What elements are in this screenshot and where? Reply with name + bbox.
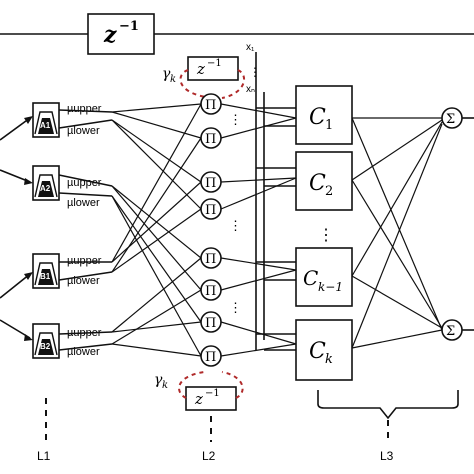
product-node: Π [200,127,222,149]
top-delay-exponent: −1 [119,19,139,34]
svg-text:Π: Π [205,98,216,113]
svg-text:C: C [309,339,326,364]
gamma-label-top: γ [162,66,171,82]
svg-text:Σ: Σ [446,112,455,127]
consequent-block-c2: C 2 [295,151,353,211]
svg-text:⋮: ⋮ [249,65,261,79]
svg-text:k: k [325,352,333,367]
product-node: Π [200,247,222,269]
product-node: Π [200,311,222,333]
ellipsis-dots: ⋮ [229,219,242,234]
svg-text:Π: Π [205,176,216,191]
sum-node-upper: Σ [441,107,474,129]
consequent-block-c1: C 1 [295,85,353,145]
ellipsis-dots: ⋮ [229,301,242,316]
product-node: Π [200,171,222,193]
mu-upper-b1: µupper [67,255,102,267]
input-arrows [0,116,33,341]
svg-text:Π: Π [205,350,216,365]
svg-text:z: z [194,390,203,408]
consequent-block-ck: C k [295,319,353,381]
svg-text:A1: A1 [40,121,51,130]
svg-text:z: z [196,60,205,78]
x1-label: x₁ [246,42,255,53]
l3-sum-connections [351,117,443,349]
membership-block-a1: A1 µupper µlower [32,102,113,138]
product-node: Π [200,198,222,220]
svg-text:2: 2 [325,184,333,199]
consequent-ellipsis: ⋮ [318,225,334,244]
svg-text:C: C [303,266,318,290]
mu-upper-a2: µupper [67,177,102,189]
svg-text:A2: A2 [40,184,51,193]
l2-l3-connections [220,103,297,357]
l1-l2-connections [111,103,202,357]
svg-text:Π: Π [205,252,216,267]
gamma-label-bottom: γ [154,372,163,388]
svg-text:Π: Π [205,316,216,331]
product-nodes: Π Π Π Π Π Π Π Π ⋮ ⋮ ⋮ [200,93,242,367]
membership-block-a2: A2 µupper µlower [32,165,113,209]
lower-recurrent-delay: z −1 γ k [154,371,244,411]
svg-text:C: C [309,171,326,196]
product-node: Π [200,93,222,115]
svg-text:−1: −1 [205,388,220,399]
input-bus: x₁ xₙ ⋮ [246,42,296,351]
mu-lower-a1: µlower [67,125,100,137]
svg-text:1: 1 [325,118,333,133]
membership-block-b2: B2 µupper µlower [32,323,113,359]
layer-markers: L1 L2 L3 [37,390,459,463]
product-node: Π [200,279,222,301]
svg-text:−1: −1 [207,58,222,69]
membership-block-b1: B1 µupper µlower [32,253,113,289]
mu-lower-a2: µlower [67,197,100,209]
ellipsis-dots: ⋮ [229,113,242,128]
product-node: Π [200,345,222,367]
mu-lower-b2: µlower [67,346,100,358]
summation-nodes: Σ Σ [441,107,474,341]
svg-text:Π: Π [205,284,216,299]
svg-text:Π: Π [205,203,216,218]
svg-text:Π: Π [205,132,216,147]
sum-node-lower: Σ [441,319,474,341]
layer-label-l3: L3 [380,449,394,463]
mu-upper-a1: µupper [67,103,102,115]
top-feedback-path: z −1 [0,13,474,55]
layer-label-l2: L2 [202,449,216,463]
svg-text:B1: B1 [40,272,51,281]
svg-text:Σ: Σ [446,324,455,339]
svg-text:k: k [170,74,176,85]
svg-text:k: k [162,380,168,391]
svg-text:B2: B2 [40,342,51,351]
svg-text:C: C [309,105,326,130]
svg-text:k−1: k−1 [318,280,343,294]
consequent-block-ck-1: C k−1 [295,247,353,307]
xn-label: xₙ [246,84,255,95]
upper-recurrent-delay: z −1 γ k [162,56,246,99]
top-delay-label: z [103,22,117,48]
layer-label-l1: L1 [37,449,51,463]
